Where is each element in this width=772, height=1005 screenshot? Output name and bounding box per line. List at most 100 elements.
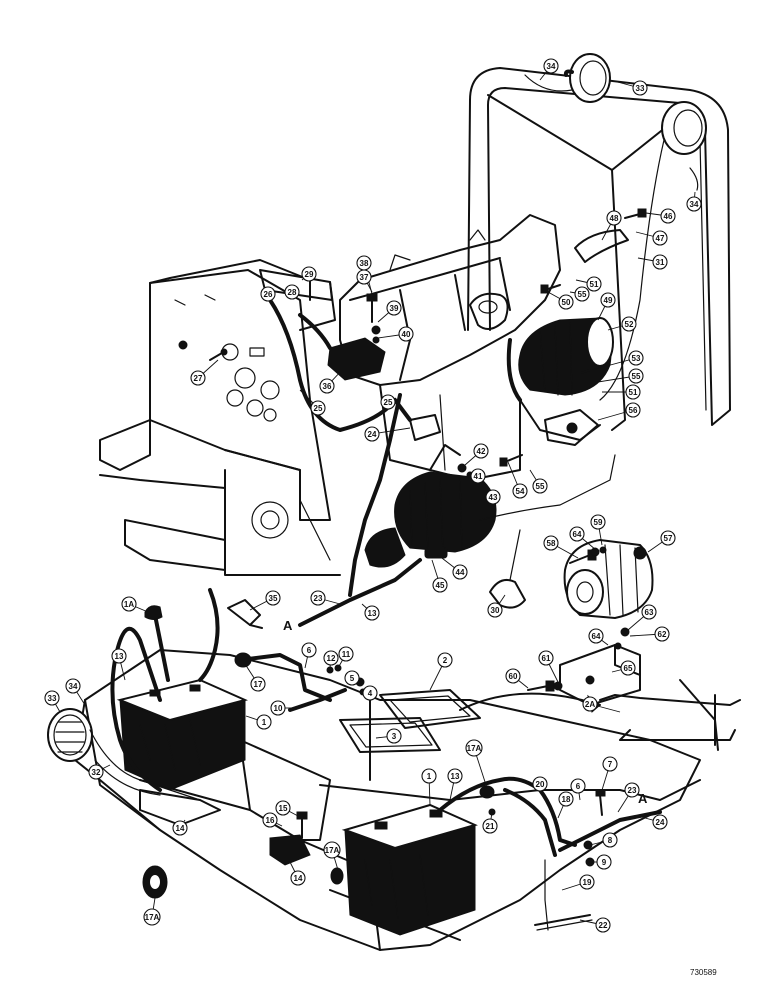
callout-24: 24 <box>364 426 380 442</box>
callout-23: 23 <box>310 590 326 606</box>
alternator <box>563 539 654 619</box>
cable-to-starter-A <box>198 588 220 682</box>
chassis-rail <box>99 419 341 576</box>
cable-13-starter <box>298 558 422 627</box>
harness-to-gen <box>506 338 522 402</box>
callout-number: 23 <box>314 594 323 603</box>
callout-circle <box>652 254 668 270</box>
callout-number: 13 <box>451 772 460 781</box>
callout-13: 13 <box>447 768 463 784</box>
callout-circle <box>362 685 378 701</box>
callout-circle <box>301 266 317 282</box>
callout-number: 33 <box>636 84 645 93</box>
bolt-54 <box>499 454 523 467</box>
callout-5: 5 <box>344 670 360 686</box>
callout-circle <box>301 642 317 658</box>
grommet-17A-right <box>479 785 495 799</box>
callout-circle <box>602 832 618 848</box>
callout-27: 27 <box>190 370 206 386</box>
callout-circle <box>660 530 676 546</box>
callout-number: 48 <box>610 214 619 223</box>
callout-33: 33 <box>632 80 648 96</box>
callout-number: 57 <box>664 534 673 543</box>
callout-circle <box>586 276 602 292</box>
callout-number: 45 <box>436 581 445 590</box>
callout-4: 4 <box>362 685 378 701</box>
callout-64: 64 <box>569 526 585 542</box>
callout-20: 20 <box>532 776 548 792</box>
callout-number: 25 <box>384 398 393 407</box>
light-wire-34 <box>524 74 573 92</box>
callout-number: 53 <box>632 354 641 363</box>
callout-61: 61 <box>538 650 554 666</box>
callout-number: 49 <box>604 296 613 305</box>
callout-51: 51 <box>586 276 602 292</box>
battery-left <box>116 678 248 791</box>
callout-50: 50 <box>558 294 574 310</box>
callout-circle <box>558 294 574 310</box>
callout-52: 52 <box>621 316 637 332</box>
callout-number: 50 <box>562 298 571 307</box>
callout-number: 7 <box>608 760 613 769</box>
callout-7: 7 <box>602 756 618 772</box>
callout-number: 46 <box>664 212 673 221</box>
work-light-rear-right <box>661 101 707 155</box>
cable-1A <box>153 613 170 682</box>
callout-number: 47 <box>656 234 665 243</box>
bracket-48 <box>574 229 629 263</box>
callout-24: 24 <box>652 814 668 830</box>
cable-18 <box>503 788 557 857</box>
relay <box>409 414 441 441</box>
callout-14: 14 <box>172 820 188 836</box>
callout-number: 5 <box>350 674 355 683</box>
nut-64-59 <box>590 546 607 557</box>
starter-motor <box>364 444 497 568</box>
callout-circle <box>628 350 644 366</box>
cable-23-24 <box>558 810 662 852</box>
callout-circle <box>654 626 670 642</box>
bolt-60 <box>527 680 555 692</box>
callout-circle <box>65 678 81 694</box>
callout-circle <box>505 668 521 684</box>
ground-wire-30 <box>509 529 521 581</box>
callout-3: 3 <box>386 728 402 744</box>
callout-11: 11 <box>338 646 354 662</box>
callout-circle <box>579 874 595 890</box>
callout-number: 34 <box>69 682 78 691</box>
callout-circle <box>121 596 137 612</box>
cap-1A <box>144 605 163 620</box>
callout-number: 3 <box>392 732 397 741</box>
callout-circle <box>323 841 341 859</box>
callout-circle <box>532 776 548 792</box>
callout-number: 22 <box>599 921 608 930</box>
wire-19 <box>544 859 549 931</box>
battery-right <box>341 803 478 936</box>
callout-circle <box>543 58 559 74</box>
harness-to-regulator <box>298 313 332 350</box>
callout-circle <box>284 284 300 300</box>
callout-circle <box>558 791 574 807</box>
callout-circle <box>452 564 468 580</box>
callout-circle <box>356 269 372 285</box>
bolt-15 <box>296 811 308 839</box>
callout-number: 14 <box>294 874 303 883</box>
callout-number: 23 <box>628 786 637 795</box>
callout-6: 6 <box>570 778 586 794</box>
callout-circle <box>641 604 657 620</box>
callout-circle <box>574 286 590 302</box>
callout-circle <box>632 80 648 96</box>
callout-48: 48 <box>606 210 622 226</box>
callout-circle <box>600 292 616 308</box>
nut-8 <box>583 840 593 850</box>
callout-circle <box>190 370 206 386</box>
callout-number: 1 <box>262 718 267 727</box>
battery-clamp-left <box>139 789 221 826</box>
callout-circle <box>310 590 326 606</box>
callout-number: 12 <box>327 654 336 663</box>
callout-number: 17 <box>254 680 263 689</box>
callout-number: 11 <box>342 650 351 659</box>
callout-17A: 17A <box>143 908 161 926</box>
callout-2A: 2A <box>582 696 598 712</box>
callout-circle <box>602 756 618 772</box>
callout-circle <box>473 443 489 459</box>
